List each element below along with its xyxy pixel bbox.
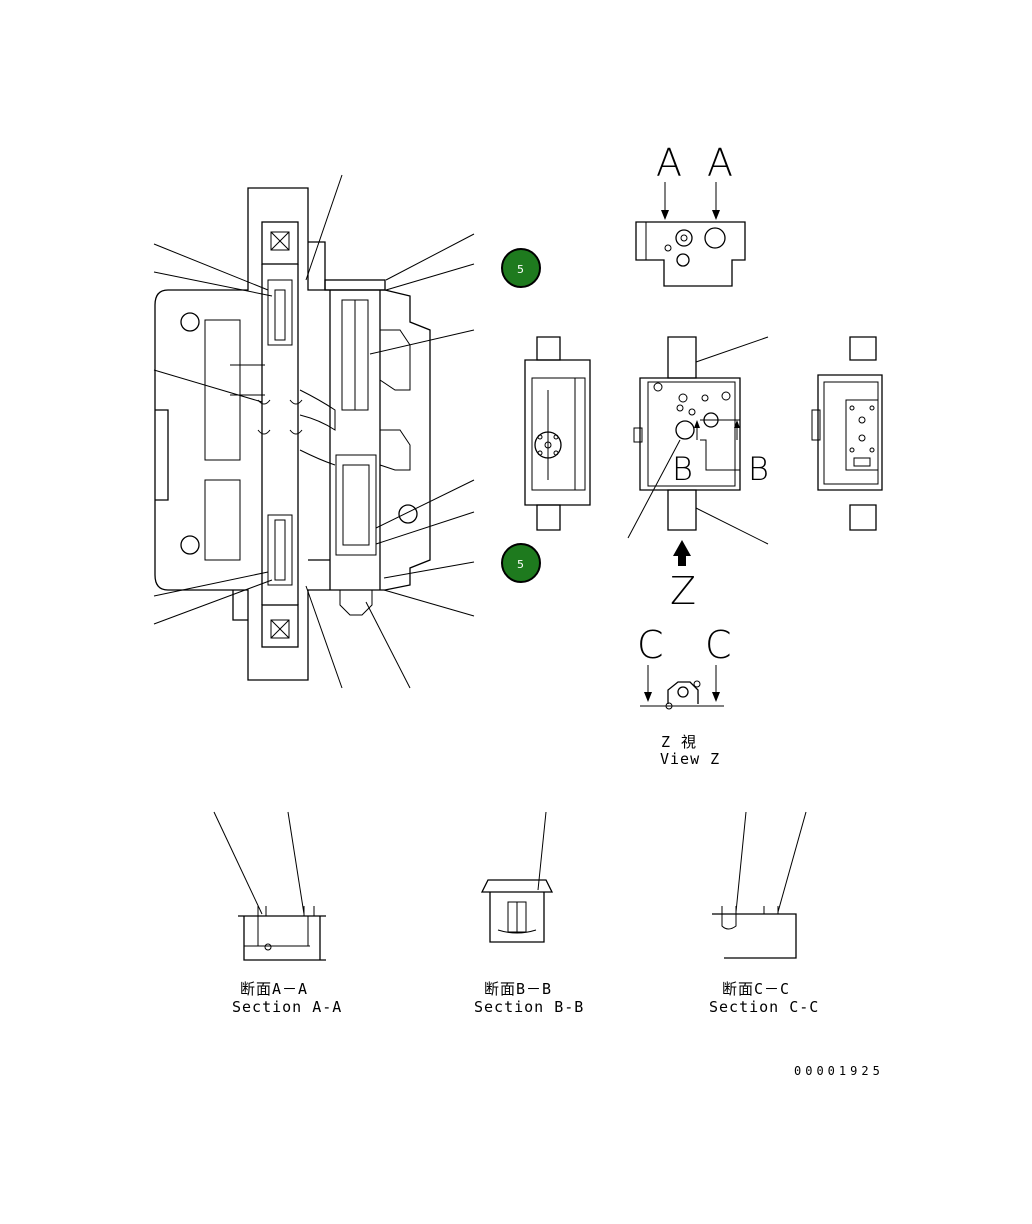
section-b-marker-left: B — [672, 450, 693, 488]
section-cc-caption-jp: 断面C－C — [722, 980, 790, 998]
svg-text:5: 5 — [517, 263, 524, 276]
front-view: B B Z — [627, 336, 769, 613]
badge-lower[interactable]: 5 — [501, 543, 541, 583]
section-cc: 断面C－C Section C-C — [709, 811, 819, 1016]
section-b-marker-right: B — [748, 450, 769, 488]
section-bb: 断面B－B Section B-B — [474, 811, 584, 1016]
svg-text:5: 5 — [517, 558, 524, 571]
section-c-marker-left: C — [637, 623, 664, 667]
leader-lines-main — [153, 174, 475, 689]
section-cc-caption-en: Section C-C — [709, 998, 819, 1016]
section-a-marker-left: A — [656, 141, 682, 185]
section-aa-caption-jp: 断面A－A — [240, 980, 308, 998]
drawing-number: 00001925 — [794, 1064, 884, 1078]
section-bb-caption-en: Section B-B — [474, 998, 584, 1016]
side-view-left — [524, 336, 591, 531]
side-view-right — [811, 336, 883, 531]
section-aa: 断面A－A Section A-A — [213, 811, 342, 1016]
view-z-caption-en: View Z — [660, 750, 720, 768]
section-a-marker-right: A — [707, 141, 733, 185]
view-z: C C Z 視 View Z — [637, 623, 732, 768]
section-aa-caption-en: Section A-A — [232, 998, 342, 1016]
valve-cross-section — [154, 187, 431, 681]
view-z-marker: Z — [670, 569, 696, 613]
badge-upper[interactable]: 5 — [501, 248, 541, 288]
section-c-marker-right: C — [705, 623, 732, 667]
top-view: A A — [635, 141, 746, 287]
section-bb-caption-jp: 断面B－B — [484, 980, 552, 998]
view-z-caption-jp: Z 視 — [661, 733, 697, 751]
